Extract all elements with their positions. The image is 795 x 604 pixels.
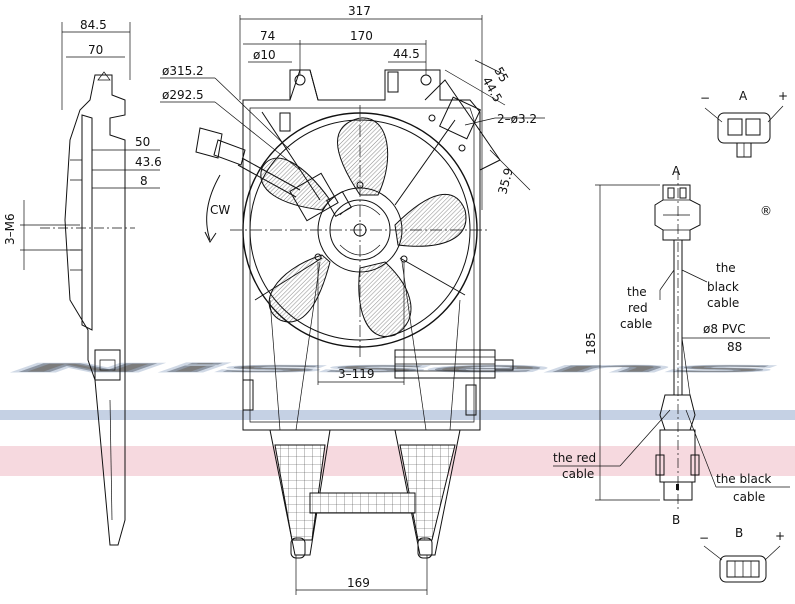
- watermark-pink-band: [0, 446, 795, 476]
- watermark-registered: ®: [760, 204, 772, 218]
- cable-spec-length: 88: [727, 340, 742, 354]
- dim-front-55: 55: [491, 65, 511, 85]
- rotation-direction: CW: [210, 203, 230, 217]
- dim-front-74: 74: [260, 29, 275, 43]
- red-cable-upper-line2: red: [628, 301, 648, 315]
- connector-top-label: A: [672, 164, 681, 178]
- black-cable-upper-line3: cable: [707, 296, 739, 310]
- dim-front-169: 169: [347, 576, 370, 590]
- connector-bottom-label: B: [672, 513, 680, 527]
- red-cable-upper-line3: cable: [620, 317, 652, 331]
- fan-blade: [260, 157, 331, 211]
- dim-side-84-5: 84.5: [80, 18, 107, 32]
- dim-side-50: 50: [135, 135, 150, 149]
- dim-front-fan-inner: ø292.5: [162, 88, 204, 102]
- watermark-blue-band: [0, 410, 795, 420]
- connector-a-plus: +: [778, 89, 788, 103]
- dim-front-35-9: 35.9: [495, 166, 515, 195]
- connector-a-label: A: [739, 89, 748, 103]
- dim-front-170: 170: [350, 29, 373, 43]
- fan-blade: [394, 194, 467, 247]
- cable-length: 185: [584, 332, 598, 355]
- dim-front-317: 317: [348, 4, 371, 18]
- connector-b-plus: +: [775, 529, 785, 543]
- dim-side-70: 70: [88, 43, 103, 57]
- fan-blade: [268, 254, 331, 323]
- fan-blade: [337, 117, 389, 196]
- cable-spec: ø8 PVC: [703, 322, 746, 336]
- connector-b-minus: −: [699, 531, 709, 545]
- red-cable-upper-line1: the: [627, 285, 647, 299]
- dim-front-hole: ø10: [253, 48, 276, 62]
- red-cable-lower-line1: the red: [553, 451, 596, 465]
- dim-front-bolt: 3–119: [338, 367, 375, 381]
- connector-a-minus: −: [700, 91, 710, 105]
- front-view: 317 74 170 ø10 44.5 ø315.2 ø292.5: [160, 4, 545, 595]
- dim-front-fan-outer: ø315.2: [162, 64, 204, 78]
- black-cable-upper-line2: black: [707, 280, 739, 294]
- dim-front-small-holes: 2–ø3.2: [497, 112, 537, 126]
- connector-b-label: B: [735, 526, 743, 540]
- connector-diagram: A − + A B 185 the red cab: [553, 89, 790, 583]
- dim-front-44-5-top: 44.5: [393, 47, 420, 61]
- side-view: 84.5 70 50 43.6 8 3–M6: [3, 18, 162, 546]
- black-cable-lower-line1: the black: [716, 472, 771, 486]
- dim-side-8: 8: [140, 174, 148, 188]
- dim-side-43-6: 43.6: [135, 155, 162, 169]
- black-cable-lower-line2: cable: [733, 490, 765, 504]
- fan-blade: [358, 261, 412, 338]
- red-cable-lower-line2: cable: [562, 467, 594, 481]
- black-cable-upper-line1: the: [716, 261, 736, 275]
- dim-side-thread: 3–M6: [3, 213, 17, 245]
